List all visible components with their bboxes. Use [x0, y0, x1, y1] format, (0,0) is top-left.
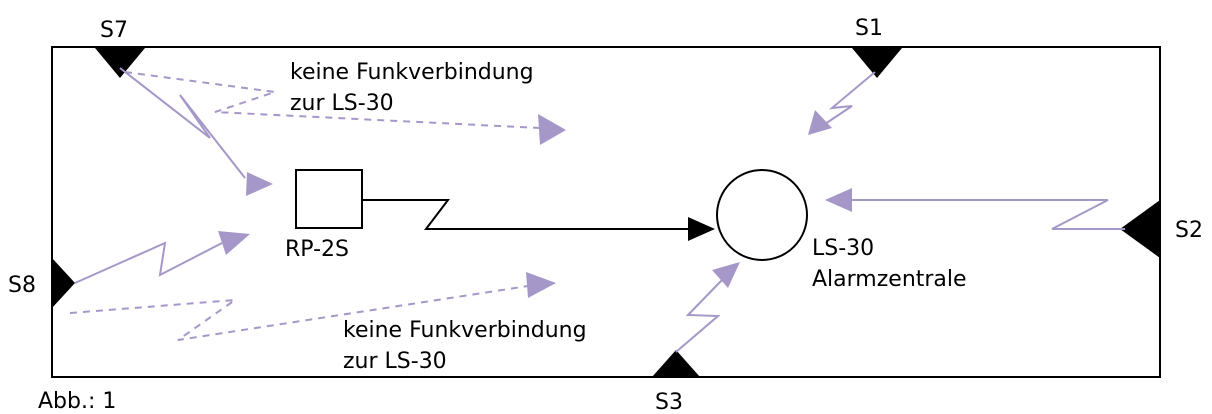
sensor-s2-label: S2: [1175, 218, 1203, 243]
radio-link-s2-central: [825, 188, 1125, 230]
note-bottom-line2: zur LS-30: [343, 349, 447, 374]
central-unit-circle: [716, 169, 808, 261]
figure-caption: Abb.: 1: [38, 389, 116, 414]
radio-link-s3-central: [675, 262, 740, 353]
sensor-s7-marker: [95, 48, 145, 78]
repeater-label: RP-2S: [285, 237, 349, 262]
note-top-line1: keine Funkverbindung: [290, 60, 534, 85]
dashed-link-s8-no-connection: [69, 272, 556, 341]
note-bottom-line1: keine Funkverbindung: [343, 318, 587, 343]
central-label-line1: LS-30: [812, 236, 874, 261]
sensor-s1-marker: [852, 48, 902, 78]
room-outline: [51, 46, 1161, 378]
sensor-s8-marker: [52, 258, 75, 308]
radio-link-s8-repeater: [74, 231, 250, 284]
radio-link-s7-repeater: [119, 67, 273, 196]
repeater-box: [295, 169, 363, 229]
dashed-link-s7-no-connection: [124, 71, 566, 145]
note-top-line2: zur LS-30: [290, 91, 394, 116]
central-label-line2: Alarmzentrale: [812, 267, 967, 292]
sensor-s7-label: S7: [100, 18, 128, 43]
radio-link-s1-central: [808, 71, 876, 135]
sensor-s2-marker: [1120, 200, 1160, 258]
sensor-s8-label: S8: [8, 273, 36, 298]
sensor-s1-label: S1: [855, 16, 883, 41]
wired-link-repeater-central: [362, 199, 715, 241]
sensor-s3-label: S3: [655, 390, 683, 414]
sensor-s3-marker: [652, 350, 700, 377]
